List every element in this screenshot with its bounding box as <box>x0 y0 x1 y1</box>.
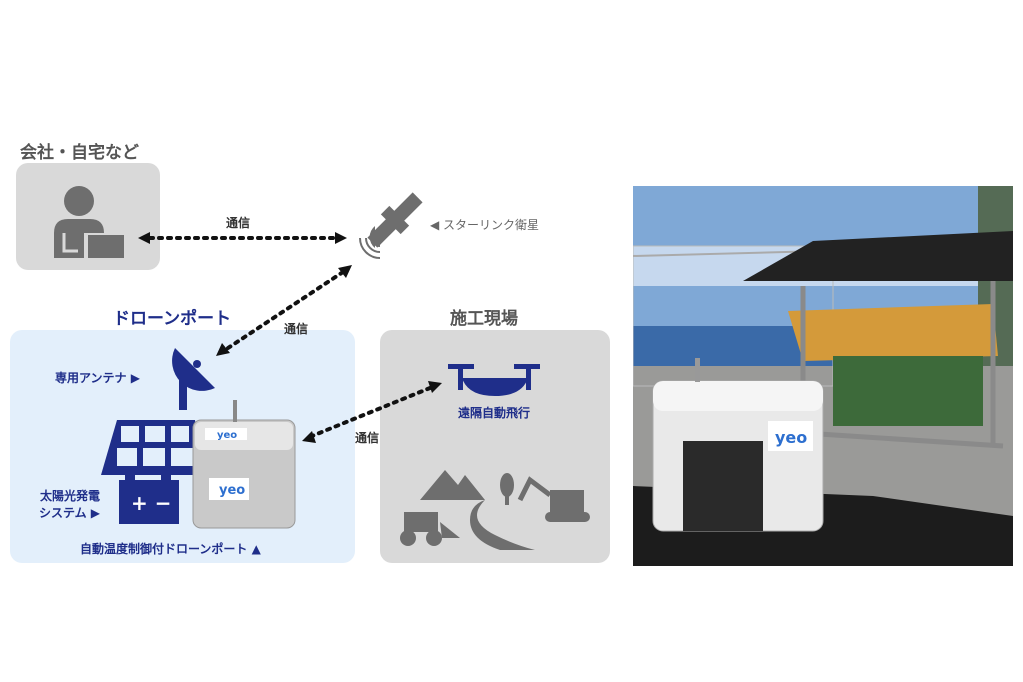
svg-text:yeo: yeo <box>217 430 237 441</box>
drone-port-label: 自動温度制御付ドローンポート ▲ <box>80 542 261 556</box>
office-title: 会社・自宅など <box>20 143 139 163</box>
road-icon <box>470 500 535 550</box>
construction-site-icons <box>400 470 590 550</box>
solar-label-line1: 太陽光発電 <box>39 489 100 503</box>
solar-label: 太陽光発電システム ▶ <box>22 488 100 522</box>
drone-icon <box>448 364 540 396</box>
user-laptop-icon <box>54 186 124 259</box>
tree-icon <box>500 473 514 497</box>
link-label-satellite-port: 通信 <box>284 322 309 336</box>
loader-icon <box>400 512 460 546</box>
svg-text:yeo: yeo <box>775 428 807 447</box>
battery-icon: + − <box>119 475 179 524</box>
arrow-port-drone <box>302 381 442 443</box>
link-label-office-satellite: 通信 <box>226 216 251 230</box>
signal-icon <box>359 237 381 259</box>
svg-text:yeo: yeo <box>219 483 245 498</box>
drone-port-photo: yeo <box>633 186 1013 566</box>
satellite-label: ◀ スターリンク衛星 <box>430 218 540 232</box>
site-title: 施工現場 <box>450 309 518 329</box>
antenna-icon <box>172 348 215 410</box>
photo-illustration: yeo <box>633 186 1013 566</box>
mountain-icon <box>420 470 485 500</box>
excavator-icon <box>517 476 590 522</box>
antenna-label: 専用アンテナ ▶ <box>55 371 140 385</box>
link-label-port-drone: 通信 <box>355 431 380 445</box>
arrow-satellite-port <box>216 265 352 356</box>
svg-text:+ −: + − <box>131 491 171 515</box>
communication-arrows <box>138 192 442 443</box>
solar-label-line2: システム ▶ <box>38 506 100 520</box>
arrow-office-satellite <box>138 232 347 244</box>
drone-port-illustration: + − yeo yeo <box>101 348 296 529</box>
drone-port-box-icon: yeo yeo <box>192 400 296 529</box>
solar-panel-icon <box>101 420 203 475</box>
office-box <box>16 163 160 270</box>
drone-label: 遠隔自動飛行 <box>458 406 531 420</box>
drone-port-title: ドローンポート <box>113 309 232 329</box>
